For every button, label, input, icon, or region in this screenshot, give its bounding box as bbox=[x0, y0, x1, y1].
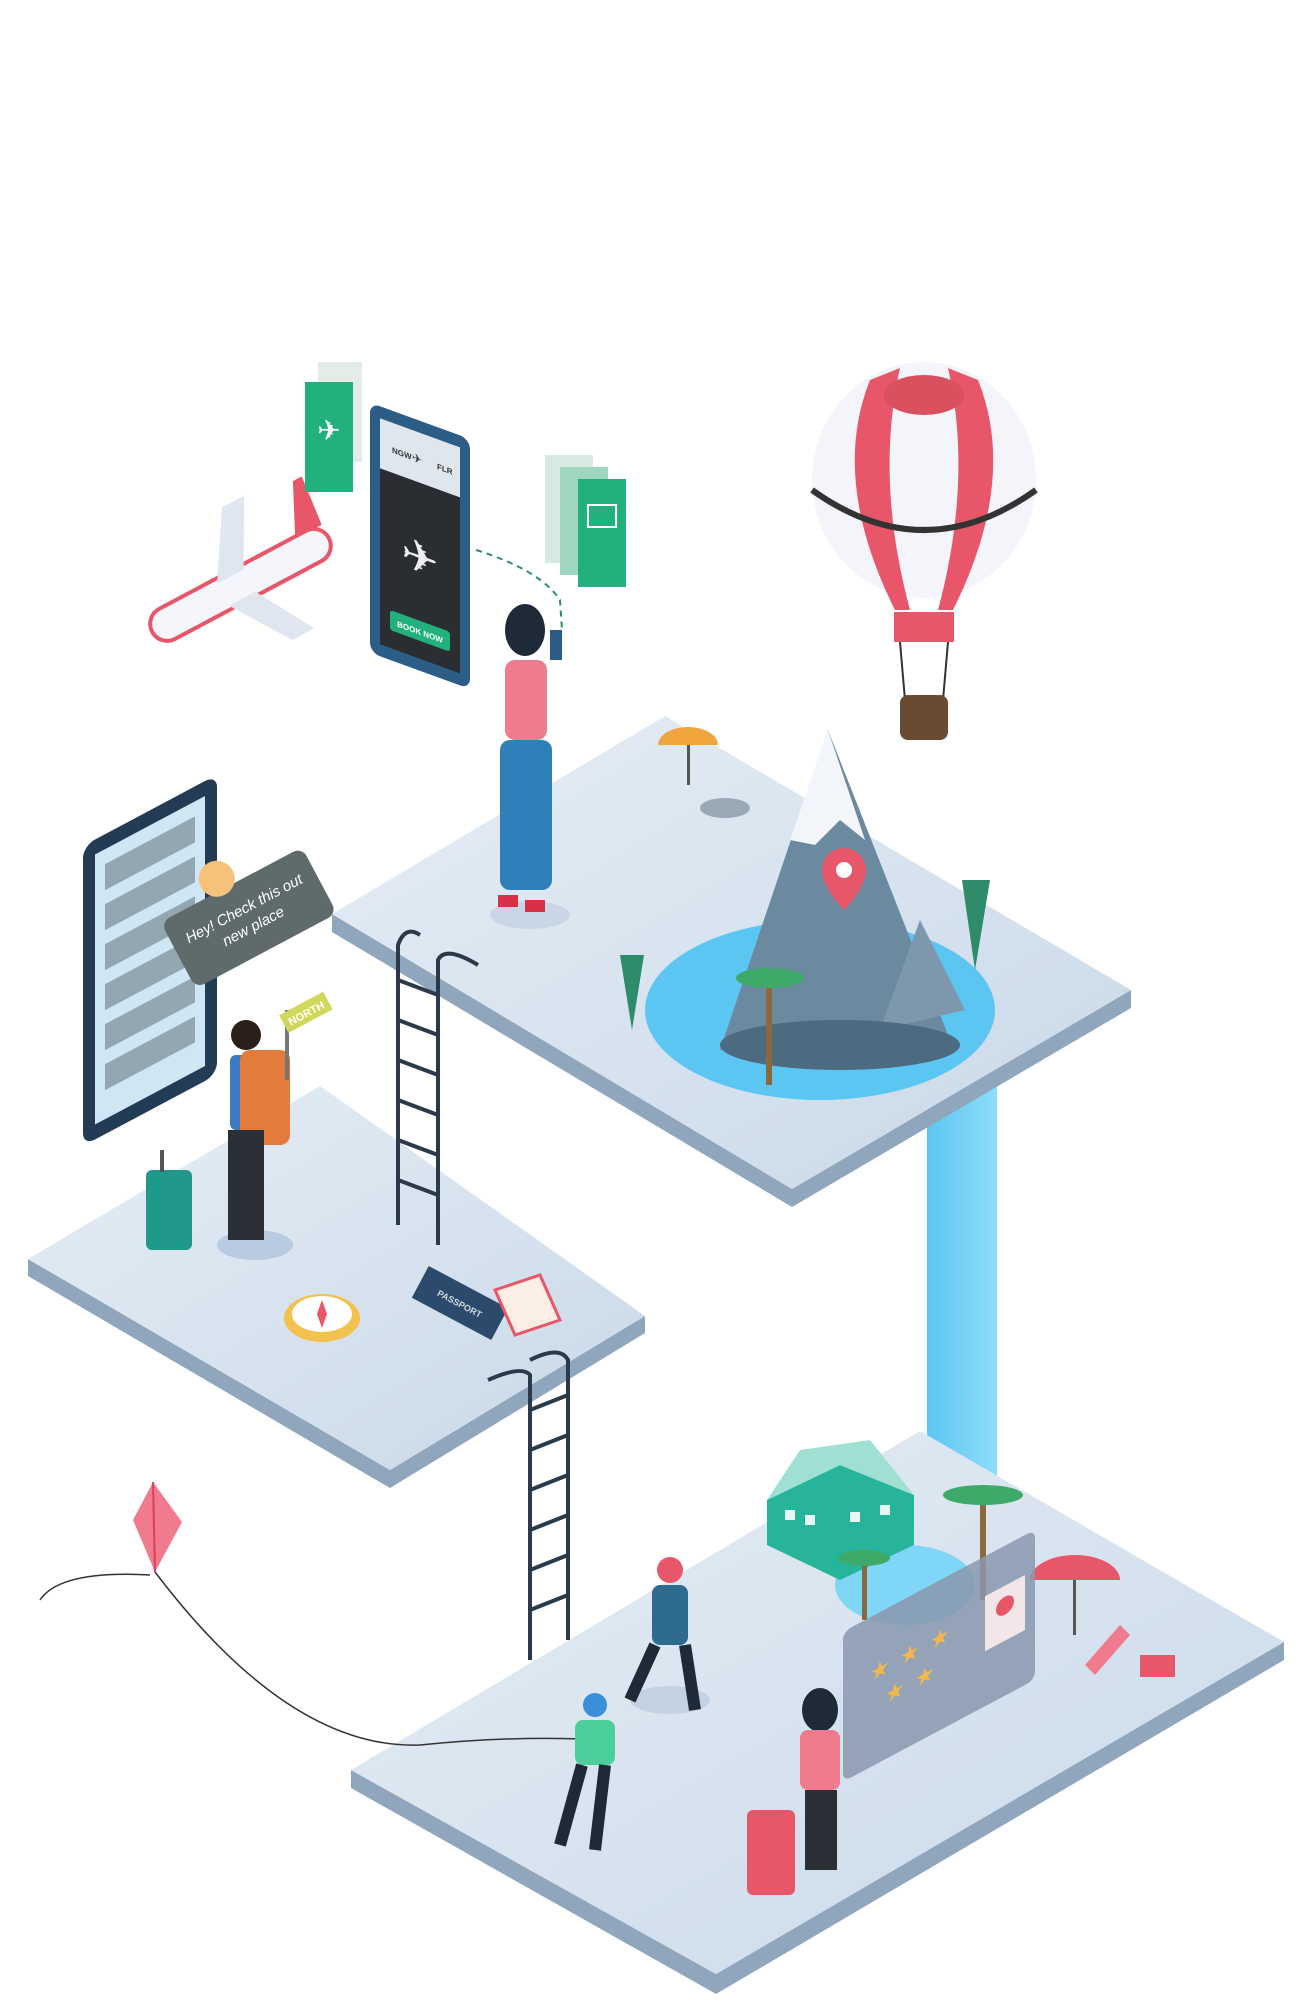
woman-traveler bbox=[747, 1688, 840, 1895]
rating-card: ★★★★★ bbox=[843, 1532, 1035, 1779]
middle-platform bbox=[28, 1086, 645, 1488]
location-pin-icon bbox=[822, 848, 866, 910]
hot-air-balloon bbox=[810, 362, 1038, 740]
ladder-top bbox=[396, 929, 480, 1245]
star-icon: ★ bbox=[870, 1652, 890, 1687]
star-icon: ★ bbox=[900, 1636, 920, 1671]
user-icon bbox=[996, 1595, 1014, 1616]
palm-tree bbox=[736, 968, 804, 1085]
map bbox=[492, 1273, 563, 1337]
booking-phone: NGW FLR ✈ ✈ BOOK NOW bbox=[370, 405, 470, 687]
star-icon: ★ bbox=[885, 1674, 905, 1709]
deck-chair bbox=[1085, 1625, 1130, 1675]
airplane-icon: ✈ bbox=[412, 450, 422, 467]
backpack bbox=[240, 1050, 290, 1145]
top-platform bbox=[332, 716, 1131, 1207]
pine-trees bbox=[620, 880, 990, 1030]
woman-with-phone bbox=[490, 604, 570, 929]
star-icon: ★ bbox=[915, 1658, 935, 1693]
chat-bubble: Hey! Check this out new place bbox=[164, 850, 334, 985]
compass-icon bbox=[284, 1294, 360, 1342]
cooler-box bbox=[1140, 1655, 1175, 1677]
flight-ticket-card: ✈ bbox=[305, 362, 362, 492]
ladder-bottom bbox=[487, 1350, 570, 1660]
photo-cards bbox=[545, 455, 626, 587]
image-icon bbox=[587, 504, 617, 528]
suitcase bbox=[747, 1810, 795, 1895]
airplane bbox=[148, 476, 333, 643]
dashed-connector bbox=[475, 549, 563, 631]
beach-umbrella bbox=[1030, 1555, 1120, 1635]
kite-flyer bbox=[554, 1693, 615, 1851]
backpacker: NORTH bbox=[217, 991, 333, 1260]
beach-umbrella bbox=[658, 727, 750, 818]
passport: PASSPORT bbox=[411, 1265, 509, 1341]
north-signpost bbox=[279, 991, 333, 1033]
star-rating: ★★★★★ bbox=[870, 1620, 950, 1709]
chat-phone bbox=[83, 779, 217, 1142]
airplane-icon: ✈ bbox=[317, 415, 340, 446]
hiker bbox=[624, 1557, 710, 1714]
palm-tree bbox=[838, 1485, 1023, 1620]
avatar bbox=[198, 860, 235, 897]
book-now-button[interactable] bbox=[390, 610, 450, 652]
suitcase bbox=[146, 1150, 192, 1250]
kite bbox=[39, 1481, 601, 1746]
star-icon: ★ bbox=[930, 1620, 950, 1655]
